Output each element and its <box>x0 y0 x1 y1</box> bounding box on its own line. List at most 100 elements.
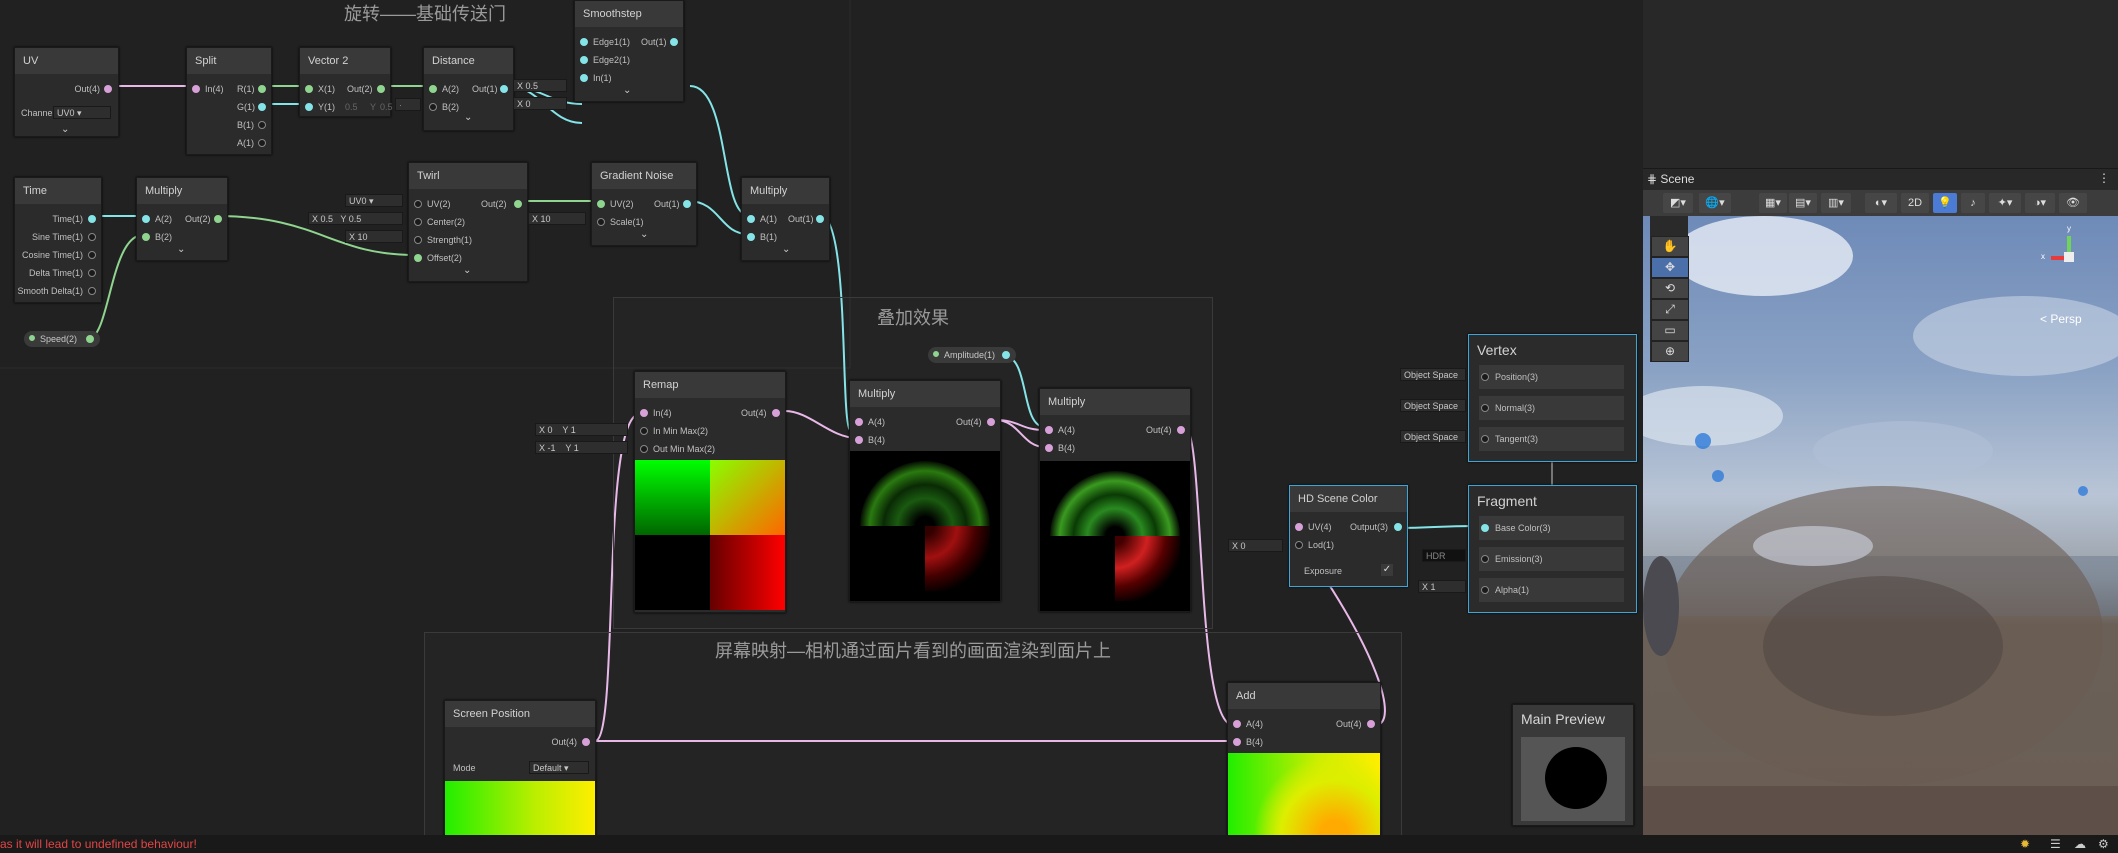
fragment-port-row[interactable]: Alpha(1) <box>1479 578 1624 602</box>
vector2-y-field[interactable]: · <box>395 98 421 111</box>
output-port[interactable] <box>88 233 96 241</box>
normal-space-field[interactable]: Object Space <box>1400 399 1466 412</box>
output-port[interactable] <box>88 269 96 277</box>
input-port[interactable] <box>1045 444 1053 452</box>
uv-node[interactable]: UV Out(4) Channe UV0 ▾ ⌄ <box>14 47 119 137</box>
emission-hdr-field[interactable]: HDR <box>1422 549 1466 562</box>
smoothstep-node[interactable]: Smoothstep Edge1(1) Edge2(1) In(1) Out(1… <box>574 0 684 102</box>
channel-dropdown[interactable]: UV0 ▾ <box>53 106 111 119</box>
multiply-node[interactable]: Multiply A(1) B(1) Out(1) ⌄ <box>741 177 830 261</box>
chevron-down-icon[interactable]: ⌄ <box>464 112 473 123</box>
output-port[interactable] <box>1394 523 1402 531</box>
output-port[interactable] <box>816 215 824 223</box>
input-port[interactable] <box>1295 541 1303 549</box>
hidden-toggle[interactable]: ◑▾ <box>2025 193 2055 213</box>
input-port[interactable] <box>1481 586 1489 594</box>
input-port[interactable] <box>142 215 150 223</box>
gradient-noise-node[interactable]: Gradient Noise UV(2) Scale(1) Out(1) ⌄ <box>591 162 697 246</box>
output-port[interactable] <box>258 139 266 147</box>
input-port[interactable] <box>597 218 605 226</box>
output-port[interactable] <box>987 418 995 426</box>
scene-viewport[interactable]: ✋ ✥ ⟲ ⤢ ▭ ⊕ y x < Persp <box>1643 216 2118 835</box>
bug-icon[interactable]: ✹ <box>2020 837 2031 851</box>
lod-field[interactable]: X 0 <box>1228 539 1283 552</box>
input-port[interactable] <box>142 233 150 241</box>
input-port[interactable] <box>1481 404 1489 412</box>
effects-dropdown[interactable]: ✦▾ <box>1989 193 2021 213</box>
output-port[interactable] <box>772 409 780 417</box>
twirl-strength-field[interactable]: X 10 <box>345 230 403 243</box>
layers-icon[interactable]: ☰ <box>2050 837 2061 851</box>
output-port[interactable] <box>1177 426 1185 434</box>
split-node[interactable]: Split In(4) R(1) G(1) B(1) A(1) <box>186 47 272 155</box>
output-port[interactable] <box>670 38 678 46</box>
output-port[interactable] <box>86 335 94 343</box>
multiply-node[interactable]: Multiply A(4) B(4) Out(4) <box>849 380 1001 602</box>
collab-icon[interactable]: ☁ <box>2074 837 2086 851</box>
in-min-max-field[interactable]: X 0 Y 1 <box>535 423 628 436</box>
input-port[interactable] <box>414 236 422 244</box>
gizmo-dropdown[interactable]: 🌐▾ <box>1699 193 1731 213</box>
shading-dropdown[interactable]: ◐▾ <box>1865 193 1897 213</box>
scale-tool-icon[interactable]: ⤢ <box>1651 299 1689 320</box>
shader-graph-canvas[interactable]: 旋转——基础传送门 叠加效果 屏幕映射—相机通过面片看到的画面渲染到面片上 UV… <box>0 0 1643 835</box>
input-port[interactable] <box>640 409 648 417</box>
fragment-block[interactable]: Fragment Base Color(3) Emission(3) Alpha… <box>1468 485 1637 613</box>
transform-tool-icon[interactable]: ⊕ <box>1651 341 1689 362</box>
add-node[interactable]: Add A(4) B(4) Out(4) <box>1227 682 1381 835</box>
vertex-port-row[interactable]: Tangent(3) <box>1479 427 1624 451</box>
amplitude-property[interactable]: Amplitude(1) <box>928 347 1016 363</box>
fragment-port-row[interactable]: Emission(3) <box>1479 547 1624 571</box>
twirl-center-field[interactable]: X 0.5 Y 0.5 <box>308 212 403 225</box>
input-port[interactable] <box>580 74 588 82</box>
input-port[interactable] <box>429 103 437 111</box>
input-port[interactable] <box>1481 435 1489 443</box>
output-port[interactable] <box>582 738 590 746</box>
snap-toggle[interactable]: ▦▾ <box>1759 193 1787 213</box>
vertex-port-row[interactable]: Normal(3) <box>1479 396 1624 420</box>
tab-scene[interactable]: ⋕ Scene <box>1647 172 1694 186</box>
chevron-down-icon[interactable]: ⌄ <box>177 244 186 255</box>
input-port[interactable] <box>1233 720 1241 728</box>
move-tool-icon[interactable]: ✥ <box>1651 257 1689 278</box>
grid-toggle[interactable]: ▤▾ <box>1789 193 1817 213</box>
screen-position-node[interactable]: Screen Position Out(4) Mode Default ▾ <box>444 700 596 835</box>
speed-property[interactable]: Speed(2) <box>24 331 100 347</box>
mode-dropdown[interactable]: Default ▾ <box>529 761 589 774</box>
draw-mode-dropdown[interactable]: ◩▾ <box>1663 193 1693 213</box>
output-port[interactable] <box>214 215 222 223</box>
remap-node[interactable]: Remap In(4) In Min Max(2) Out Min Max(2)… <box>634 371 786 613</box>
input-port[interactable] <box>414 254 422 262</box>
output-port[interactable] <box>104 85 112 93</box>
rect-tool-icon[interactable]: ▭ <box>1651 320 1689 341</box>
input-port[interactable] <box>747 233 755 241</box>
more-menu-icon[interactable]: ⋮ <box>2098 171 2110 185</box>
group-screen-map[interactable]: 屏幕映射—相机通过面片看到的画面渲染到面片上 <box>424 632 1402 835</box>
2d-toggle[interactable]: 2D <box>1901 193 1929 213</box>
input-port[interactable] <box>855 418 863 426</box>
output-port[interactable] <box>258 85 266 93</box>
input-port[interactable] <box>747 215 755 223</box>
projection-label[interactable]: < Persp <box>2040 312 2082 326</box>
input-port[interactable] <box>640 445 648 453</box>
input-port[interactable] <box>597 200 605 208</box>
output-port[interactable] <box>377 85 385 93</box>
multiply-node[interactable]: Multiply A(2) B(2) Out(2) ⌄ <box>136 177 228 261</box>
input-port[interactable] <box>1233 738 1241 746</box>
input-port[interactable] <box>1481 524 1489 532</box>
hd-scene-color-node[interactable]: HD Scene Color UV(4) Lod(1) Output(3) Ex… <box>1289 485 1408 587</box>
time-node[interactable]: Time Time(1) Sine Time(1) Cosine Time(1)… <box>14 177 102 303</box>
input-port[interactable] <box>305 103 313 111</box>
output-port[interactable] <box>500 85 508 93</box>
chevron-down-icon[interactable]: ⌄ <box>463 265 472 276</box>
output-port[interactable] <box>683 200 691 208</box>
visibility-toggle[interactable]: 👁 <box>2059 193 2087 213</box>
rotate-tool-icon[interactable]: ⟲ <box>1651 278 1689 299</box>
exposure-checkbox[interactable]: ✓ <box>1381 564 1393 576</box>
vertex-block[interactable]: Vertex Position(3) Normal(3) Tangent(3) <box>1468 334 1637 462</box>
position-space-field[interactable]: Object Space <box>1400 368 1466 381</box>
group-overlay[interactable]: 叠加效果 <box>613 297 1213 629</box>
output-port[interactable] <box>258 121 266 129</box>
noise-scale-field[interactable]: X 10 <box>528 212 586 225</box>
input-port[interactable] <box>305 85 313 93</box>
